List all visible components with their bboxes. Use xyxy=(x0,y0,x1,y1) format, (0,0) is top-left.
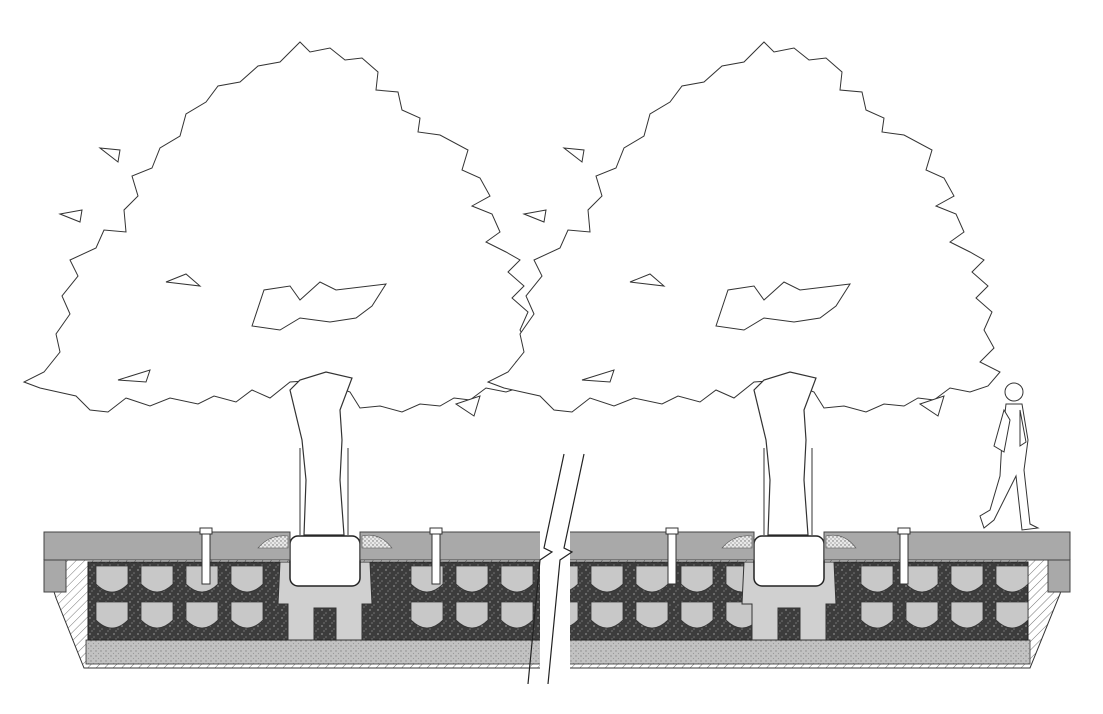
curb-right xyxy=(1047,559,1071,593)
soil-cell-bulb xyxy=(140,565,174,593)
soil-cell-bulb xyxy=(455,565,489,593)
irrigation-pipe xyxy=(429,527,443,585)
soil-cell-bulb xyxy=(635,601,669,629)
soil-cell-bulbs xyxy=(95,565,1029,629)
tree-2-canopy xyxy=(486,41,1001,413)
soil-cell-bulb xyxy=(950,565,984,593)
soil-cell-bulb xyxy=(500,565,534,593)
soil-cell-bulb xyxy=(455,601,489,629)
mulch-right-1 xyxy=(361,534,393,549)
soil-cell-bulb xyxy=(860,565,894,593)
soil-cell-bulb xyxy=(185,601,219,629)
soil-cell-bulb xyxy=(950,601,984,629)
irrigation-pipe xyxy=(897,527,911,585)
section-break-line xyxy=(527,453,585,685)
soil-cell-bulb xyxy=(995,565,1029,593)
soil-cell-bulb xyxy=(95,601,129,629)
curb-left xyxy=(43,559,67,593)
root-zone-1 xyxy=(277,535,373,641)
tree-1-canopy xyxy=(22,41,537,413)
soil-cell-bulb xyxy=(680,601,714,629)
soil-cell-bulb xyxy=(500,601,534,629)
irrigation-pipe xyxy=(199,527,213,585)
tree-1 xyxy=(22,41,537,536)
root-ball-2 xyxy=(753,535,825,587)
soil-cell-bulb xyxy=(860,601,894,629)
soil-cell-bulb xyxy=(410,601,444,629)
root-zone-2 xyxy=(741,535,837,641)
soil-cell-bulb xyxy=(230,565,264,593)
tree-2-trunk xyxy=(753,371,817,536)
soil-cell-bulb xyxy=(590,565,624,593)
mulch-right-2 xyxy=(825,534,857,549)
soil-cell-bulb xyxy=(680,565,714,593)
irrigation-pipes xyxy=(199,527,911,585)
mulch-left-2 xyxy=(721,535,753,549)
soil-cell-bulb xyxy=(95,565,129,593)
irrigation-pipe xyxy=(665,527,679,585)
soil-cell-bulb xyxy=(590,601,624,629)
root-ball-1 xyxy=(289,535,361,587)
pedestrian-figure xyxy=(979,382,1040,531)
soil-cell-bulb xyxy=(905,565,939,593)
mulch-left-1 xyxy=(257,535,289,549)
soil-cell-bulb xyxy=(995,601,1029,629)
soil-cell-bulb xyxy=(635,565,669,593)
tree-1-trunk xyxy=(289,371,353,536)
soil-cell-bulb xyxy=(230,601,264,629)
tree-2 xyxy=(486,41,1001,536)
soil-cell-bulb xyxy=(905,601,939,629)
soil-cell-bulb xyxy=(140,601,174,629)
